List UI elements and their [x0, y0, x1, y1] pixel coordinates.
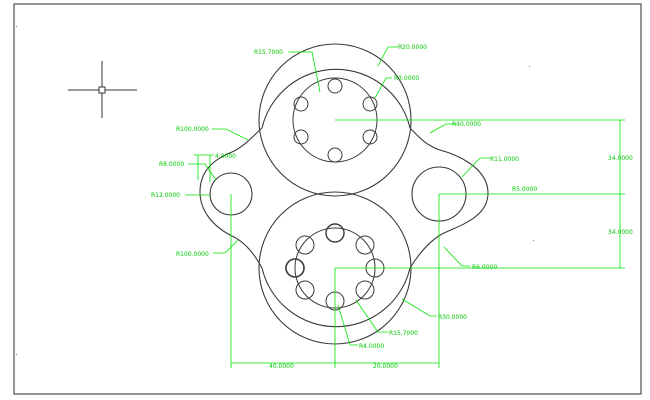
- dim-4-small: 4.0000: [215, 153, 236, 160]
- dim-r15-bottom: R15.7000: [389, 330, 418, 337]
- dim-r12: R12.0000: [151, 192, 180, 199]
- dim-40-right: 20.0000: [373, 363, 398, 370]
- dim-r11: R11.0000: [490, 156, 519, 163]
- dim-r20-top: R20.0000: [398, 44, 427, 51]
- top-bolt-holes: [293, 78, 378, 163]
- dim-r5: R5.0000: [512, 186, 537, 193]
- dim-34-top: 34.0000: [608, 155, 633, 162]
- dim-r8: R8.0000: [159, 161, 184, 168]
- dim-r3-top: R3.0000: [394, 75, 419, 82]
- dim-r100-top: R100.0000: [176, 126, 209, 133]
- dim-r30: R30.0000: [438, 314, 467, 321]
- dimension-lines: [185, 46, 625, 368]
- dim-r60: R6.0000: [472, 264, 497, 271]
- dim-40-left: 40.0000: [269, 363, 294, 370]
- dimension-labels: R15.7000 R20.0000 R3.0000 R100.0000 R40.…: [151, 44, 633, 370]
- background-specks: [16, 26, 534, 355]
- part-outline: [199, 68, 489, 328]
- dim-34-bottom: 34.0000: [608, 229, 633, 236]
- dim-r40-top: R40.0000: [452, 121, 481, 128]
- crosshair-cursor-icon: [68, 61, 137, 118]
- dim-r100-bottom: R100.0000: [176, 251, 209, 258]
- drawing-frame: [13, 3, 642, 395]
- dim-r4: R4.0000: [359, 343, 384, 350]
- dim-r15-top: R15.7000: [254, 49, 283, 56]
